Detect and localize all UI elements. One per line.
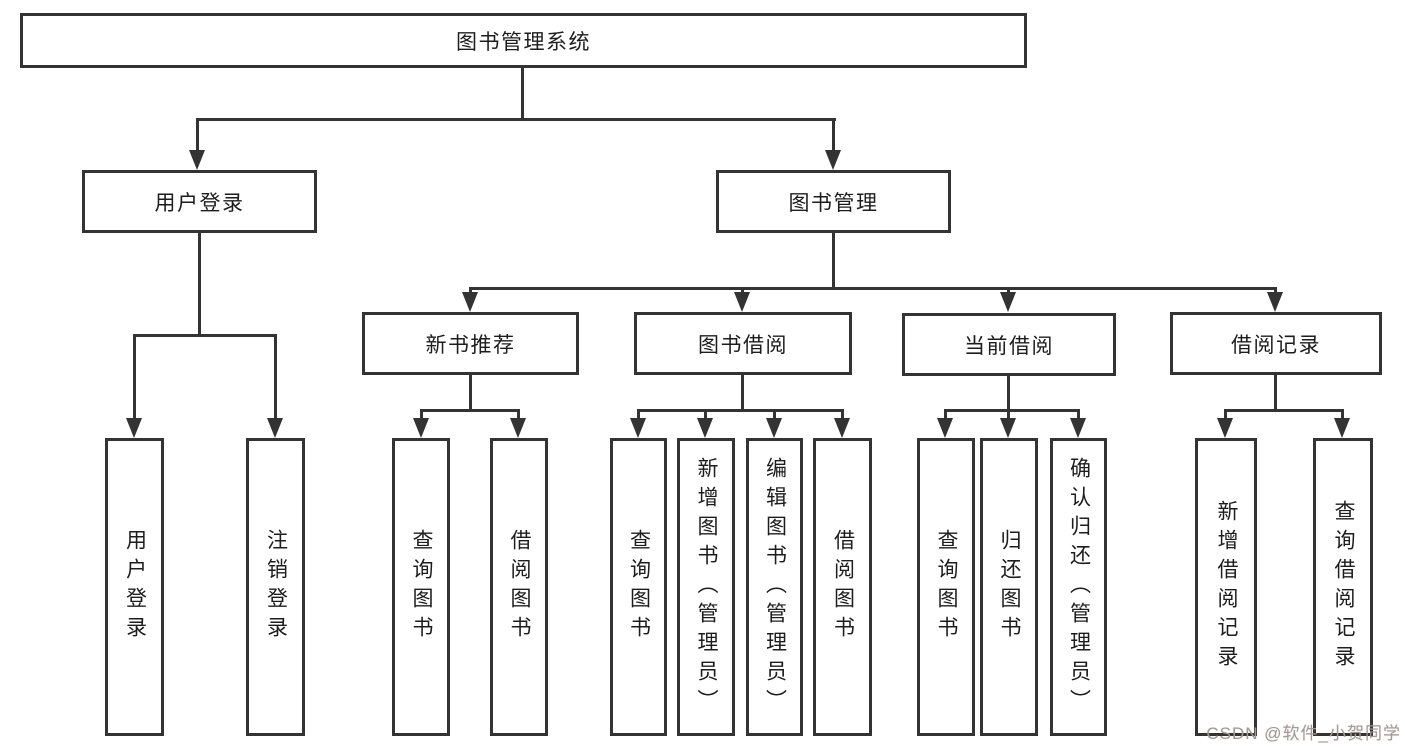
node-user-login: 用户登录 [82,170,317,233]
node-label: 查询借阅记录 [1332,500,1356,674]
arrowhead-down-icon [937,418,953,438]
node-label: 借阅图书 [831,529,855,645]
connector-recommend-drop [420,409,423,420]
leaf-query-books-borrowing: 查询图书 [610,438,667,736]
node-label: 确认归还（管理员） [1067,456,1091,718]
arrowhead-down-icon [189,150,205,170]
connector-root-rail [196,118,836,121]
arrowhead-down-icon [834,418,850,438]
connector-root-drop-left [196,118,199,152]
arrowhead-down-icon [462,292,478,312]
connector-current-rail [944,409,1080,412]
node-label: 图书管理 [788,191,879,215]
connector-current-drop [1007,409,1010,420]
connector-bookmgmt-drop [1007,287,1010,295]
connector-bookmgmt-drop [1274,287,1277,295]
csdn-watermark: CSDN @软件_小贺同学 [1206,724,1401,743]
connector-userlogin-drop [274,334,277,418]
node-label: 注销登录 [264,529,288,645]
node-current-borrowing: 当前借阅 [902,313,1116,376]
arrowhead-down-icon [1334,418,1350,438]
connector-recommend-stem [469,375,472,411]
node-new-book-recommend: 新书推荐 [362,312,579,375]
arrowhead-down-icon [413,418,429,438]
connector-userlogin-rail [133,334,277,337]
node-label: 归还图书 [998,529,1022,645]
connector-root-drop-right [832,118,835,152]
leaf-query-books-current: 查询图书 [917,438,975,736]
connector-bookmgmt-stem [832,233,835,290]
leaf-logout: 注销登录 [246,438,305,736]
arrowhead-down-icon [630,418,646,438]
arrowhead-down-icon [1267,292,1283,312]
leaf-add-book-admin: 新增图书（管理员） [677,438,735,736]
node-label: 新书推荐 [425,333,516,357]
leaf-confirm-return-admin: 确认归还（管理员） [1050,438,1107,736]
node-label: 编辑图书（管理员） [763,456,787,718]
leaf-query-borrow-record: 查询借阅记录 [1313,438,1373,736]
leaf-add-borrow-record: 新增借阅记录 [1195,438,1257,736]
arrowhead-down-icon [825,150,841,170]
arrowhead-down-icon [267,418,283,438]
connector-records-rail [1224,409,1344,412]
connector-userlogin-drop [133,334,136,418]
connector-borrowing-rail [637,409,844,412]
arrowhead-down-icon [1070,418,1086,438]
arrowhead-down-icon [697,418,713,438]
connector-records-drop [1341,409,1344,420]
node-root-library-system: 图书管理系统 [20,13,1027,68]
node-label: 查询图书 [935,529,959,645]
node-label: 新增借阅记录 [1215,500,1239,674]
leaf-edit-book-admin: 编辑图书（管理员） [746,438,803,736]
connector-bookmgmt-drop [741,287,744,295]
arrowhead-down-icon [1217,418,1233,438]
leaf-borrow-books-borrowing: 借阅图书 [813,438,872,736]
arrowhead-down-icon [734,292,750,312]
node-label: 当前借阅 [964,334,1054,358]
connector-borrowing-drop [773,409,776,420]
node-borrowing-records: 借阅记录 [1170,312,1382,375]
connector-borrowing-stem [741,375,744,411]
connector-current-drop [944,409,947,420]
node-label: 用户登录 [154,191,245,215]
node-label: 查询图书 [627,529,651,645]
node-label: 用户登录 [123,529,147,645]
arrowhead-down-icon [1000,292,1016,312]
connector-recommend-rail [420,409,520,412]
leaf-borrow-books-recommend: 借阅图书 [490,438,548,736]
arrowhead-down-icon [510,418,526,438]
connector-borrowing-drop [637,409,640,420]
arrowhead-down-icon [766,418,782,438]
arrowhead-down-icon [1000,418,1016,438]
connector-records-stem [1274,375,1277,411]
leaf-return-book: 归还图书 [980,438,1038,736]
connector-current-drop [1077,409,1080,420]
node-book-management: 图书管理 [716,170,951,233]
leaf-user-login: 用户登录 [105,438,164,736]
connector-root-stem [521,68,524,120]
node-label: 图书借阅 [698,333,788,357]
connector-userlogin-stem [198,233,201,335]
node-label: 借阅记录 [1231,333,1321,357]
leaf-query-books-recommend: 查询图书 [392,438,450,736]
node-label: 图书管理系统 [456,30,591,54]
connector-records-drop [1224,409,1227,420]
node-label: 借阅图书 [508,529,532,645]
connector-bookmgmt-rail [469,287,1277,290]
node-label: 新增图书（管理员） [695,456,719,718]
connector-recommend-drop [517,409,520,420]
connector-borrowing-drop [704,409,707,420]
arrowhead-down-icon [126,418,142,438]
node-label: 查询图书 [410,529,434,645]
node-book-borrowing: 图书借阅 [634,312,852,375]
connector-current-stem [1007,376,1010,410]
connector-bookmgmt-drop [469,287,472,295]
connector-borrowing-drop [841,409,844,420]
